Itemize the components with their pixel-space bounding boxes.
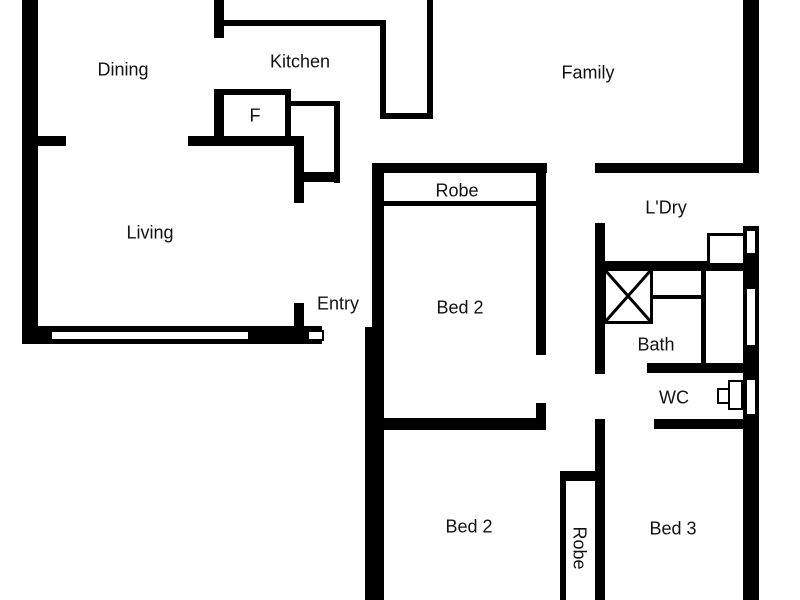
wall-bed3-left [595,419,605,600]
wall-pantry-top [285,101,340,106]
wall-bath-top [595,261,750,271]
room-label-bed2-lower: Bed 2 [445,516,493,537]
wall-entry-stub [294,303,304,331]
wall-fridge-right [285,89,291,139]
wall-family-bottom [595,163,759,173]
wall-bath-inner [650,295,705,299]
wall-kitchen-bench-bottom [380,113,432,119]
wall-robe2-left [560,471,566,600]
wall-bed2-bottom [372,418,546,430]
wall-wc-bottom [654,419,750,429]
wall-bed2-top [372,163,547,173]
wall-bed2-right-upper [536,163,546,355]
room-label-robe-lower: Robe [569,526,590,570]
wall-kitchen-bench-right [380,20,386,118]
room-label-laundry: L'Dry [645,197,687,218]
wall-right-exterior-upper [743,0,759,173]
wall-pantry-left [294,136,304,203]
laundry-tub [707,233,747,266]
toilet-bowl [717,388,730,404]
room-label-wc: WC [659,387,689,408]
window-wc [745,378,757,416]
room-label-bed2-upper: Bed 2 [436,297,484,318]
room-label-entry: Entry [316,293,360,314]
wall-bath-left [595,223,605,374]
room-label-family: Family [561,62,615,83]
wall-kitchen-top [214,20,384,26]
fridge-label: F [249,105,261,126]
wall-fridge-left [214,89,224,139]
wall-pantry-right [334,101,340,183]
wall-kitchen-lower [188,136,303,146]
wall-fridge-top [214,89,290,95]
window-laundry [745,229,757,255]
wall-dining-living-stub-left [38,136,66,146]
window-living [50,330,250,341]
room-label-dining: Dining [97,59,149,80]
room-label-bath: Bath [637,334,675,355]
room-label-robe-upper: Robe [435,180,479,201]
room-label-living: Living [126,222,174,243]
wall-bath-bottom [647,363,750,373]
toilet-cistern [728,380,743,410]
wall-left-exterior [22,0,38,343]
wall-bathtub-left [701,265,706,365]
window-entry-small [307,330,324,341]
wall-bed2-right-stub [536,403,546,430]
wall-entry-left-thick [365,327,379,600]
wall-kitchen-right [427,0,433,119]
room-label-bed3: Bed 3 [649,518,697,539]
wall-pantry-bottom [294,172,340,182]
shower-cross-icon [603,269,653,323]
window-bath [745,287,757,347]
room-label-kitchen: Kitchen [269,51,331,72]
wall-kitchen-top-stub [214,0,224,38]
wall-robe1-bottom [382,201,538,206]
wall-robe2-top [560,471,600,481]
